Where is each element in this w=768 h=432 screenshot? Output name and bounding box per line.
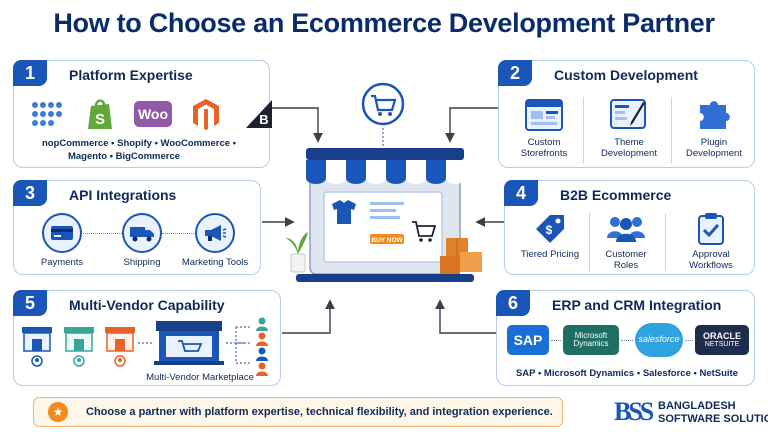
woo-text: Woo (134, 101, 172, 127)
shopify-logo-icon: S (81, 97, 119, 131)
card-custom-development: 2 Custom Development Custom Storefronts … (498, 60, 755, 168)
shopping-cart-icon (412, 221, 437, 242)
theme-design-icon (610, 99, 646, 129)
card-platform-expertise: 1 Platform Expertise S Woo (13, 60, 272, 168)
price-tag-icon: $ (536, 215, 564, 243)
item-theme-development: Theme Development (593, 97, 665, 160)
vendor-stores-illustration (22, 317, 268, 376)
user-icon (256, 362, 268, 376)
section-number: 4 (504, 180, 538, 206)
footer-banner: ★ Choose a partner with platform experti… (33, 397, 563, 427)
nopcommerce-logo-icon (28, 97, 66, 131)
buy-now-label: BUY NOW (371, 237, 403, 244)
vendor-store-icon (22, 327, 52, 367)
sap-logo-icon: SAP (507, 325, 549, 355)
section-title: ERP and CRM Integration (552, 297, 722, 313)
vendor-store-icon (105, 327, 135, 367)
bigc-letter: B (259, 112, 268, 127)
credit-card-icon (42, 213, 82, 253)
section-title: Multi-Vendor Capability (69, 297, 225, 313)
footer-text: Choose a partner with platform expertise… (86, 406, 553, 418)
arrow-6 (435, 299, 496, 334)
user-icon (256, 347, 268, 361)
item-approval-workflows: Approval Workflows (673, 211, 749, 272)
item-payments: Payments (32, 213, 92, 268)
star-icon: ★ (48, 402, 68, 422)
brand-mark: BSS (614, 397, 654, 426)
oracle-netsuite-logo-icon: ORACLE NETSUITE (695, 325, 749, 355)
plant-icon (286, 232, 308, 273)
card-multi-vendor-capability: 5 Multi-Vendor Capability (13, 290, 281, 386)
svg-text:S: S (95, 111, 105, 128)
platform-list-line1: nopCommerce • Shopify • WooCommerce • (41, 138, 237, 149)
storefront-browser-icon (525, 99, 563, 131)
package-boxes-icon (440, 238, 482, 274)
page-title: How to Choose an Ecommerce Development P… (53, 8, 715, 38)
bigcommerce-logo-icon: B (240, 97, 278, 131)
user-icon (256, 332, 268, 346)
clipboard-check-icon (698, 213, 724, 245)
item-customer-roles: Customer Roles (595, 211, 657, 272)
puzzle-plugin-icon (700, 101, 730, 129)
brand-line1: BANGLADESH (658, 400, 736, 412)
card-api-integrations: 3 API Integrations Payments Shipping Mar… (13, 180, 261, 275)
svg-text:$: $ (546, 223, 553, 237)
vendor-store-icon (64, 327, 94, 367)
section-number: 1 (13, 60, 47, 86)
megaphone-icon (195, 213, 235, 253)
brand-line2: SOFTWARE SOLUTION (658, 413, 768, 425)
woocommerce-logo-icon: Woo (134, 97, 172, 131)
section-title: Custom Development (554, 67, 698, 83)
marketplace-store-icon (154, 321, 224, 365)
magento-logo-icon (187, 97, 225, 131)
platform-list-line2: Magento • BigCommerce (67, 151, 181, 162)
users-group-icon (607, 217, 645, 242)
erp-caption: SAP • Microsoft Dynamics • Salesforce • … (515, 368, 739, 379)
arrow-2 (445, 107, 498, 143)
marketplace-caption: Multi-Vendor Marketplace (146, 372, 254, 383)
section-number: 3 (13, 180, 47, 206)
arrow-5 (282, 299, 335, 334)
section-title: API Integrations (69, 187, 177, 203)
microsoft-dynamics-logo-icon: Microsoft Dynamics (563, 325, 619, 355)
card-erp-crm-integration: 6 ERP and CRM Integration SAP Microsoft … (496, 290, 755, 386)
truck-icon (122, 213, 162, 253)
section-number: 5 (13, 290, 47, 316)
section-title: B2B Ecommerce (560, 187, 672, 203)
item-custom-storefronts: Custom Storefronts (511, 97, 577, 160)
card-b2b-ecommerce: 4 B2B Ecommerce $ Tiered Pricing Custome… (504, 180, 755, 275)
section-title: Platform Expertise (69, 67, 193, 83)
salesforce-logo-icon: salesforce (635, 323, 683, 357)
item-shipping: Shipping (110, 213, 174, 268)
item-tiered-pricing: $ Tiered Pricing (517, 211, 583, 260)
item-marketing-tools: Marketing Tools (176, 213, 254, 268)
item-plugin-development: Plugin Development (677, 97, 751, 160)
arrow-1 (270, 107, 323, 143)
tshirt-icon (332, 200, 356, 224)
section-number: 2 (498, 60, 532, 86)
ecommerce-store-illustration: BUY NOW (286, 82, 482, 282)
user-icon (256, 317, 268, 331)
cart-bubble-icon (361, 82, 405, 126)
section-number: 6 (496, 290, 530, 316)
